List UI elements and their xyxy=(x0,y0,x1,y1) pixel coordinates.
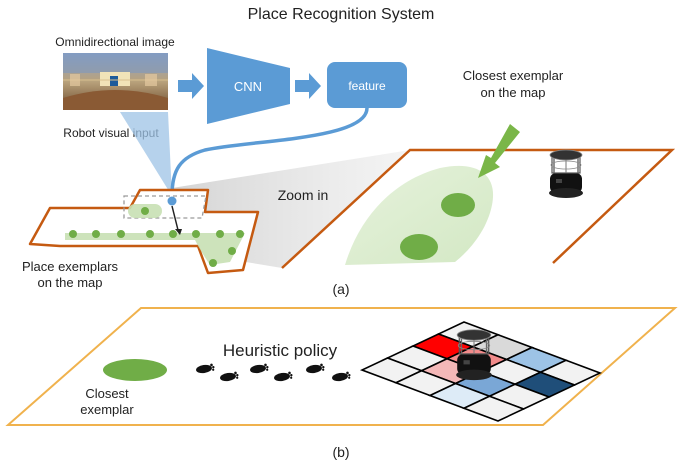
closest-exemplar-dot xyxy=(103,359,167,381)
arrow-right-icon xyxy=(295,73,321,99)
zoom-in-label: Zoom in xyxy=(278,187,329,203)
zoomed-map xyxy=(281,148,676,269)
closest-map-label-line2: on the map xyxy=(480,85,545,100)
closest-label-line1: Closest xyxy=(85,386,129,401)
feature-box xyxy=(327,62,407,108)
robot-location-marker xyxy=(167,196,177,206)
place-exemplars-label-line1: Place exemplars xyxy=(22,259,119,274)
cnn-label: CNN xyxy=(234,79,262,94)
feature-label: feature xyxy=(348,79,386,93)
visual-input-cone xyxy=(120,112,172,196)
closest-label-line2: exemplar xyxy=(80,402,134,417)
exemplar-dots xyxy=(69,207,244,267)
omnidirectional-image-label: Omnidirectional image xyxy=(55,35,175,49)
cnn-block xyxy=(207,48,290,124)
place-exemplars-label-line2: on the map xyxy=(37,275,102,290)
arrow-right-icon xyxy=(178,73,204,99)
caption-a: (a) xyxy=(332,281,349,297)
omnidirectional-image xyxy=(63,53,168,110)
closest-map-label-line1: Closest exemplar xyxy=(463,68,564,83)
exemplar-dot xyxy=(400,234,438,260)
turtlebot-robot-icon xyxy=(548,149,584,199)
heuristic-policy-label: Heuristic policy xyxy=(223,341,338,360)
closest-exemplar-arrow xyxy=(478,124,520,178)
small-map xyxy=(28,188,260,275)
caption-b: (b) xyxy=(332,444,349,460)
exemplar-dot xyxy=(441,193,475,217)
grid-cell xyxy=(461,395,526,422)
turtlebot-robot-icon xyxy=(455,329,493,381)
feature-connector xyxy=(170,107,369,197)
figure-title: Place Recognition System xyxy=(248,6,435,23)
